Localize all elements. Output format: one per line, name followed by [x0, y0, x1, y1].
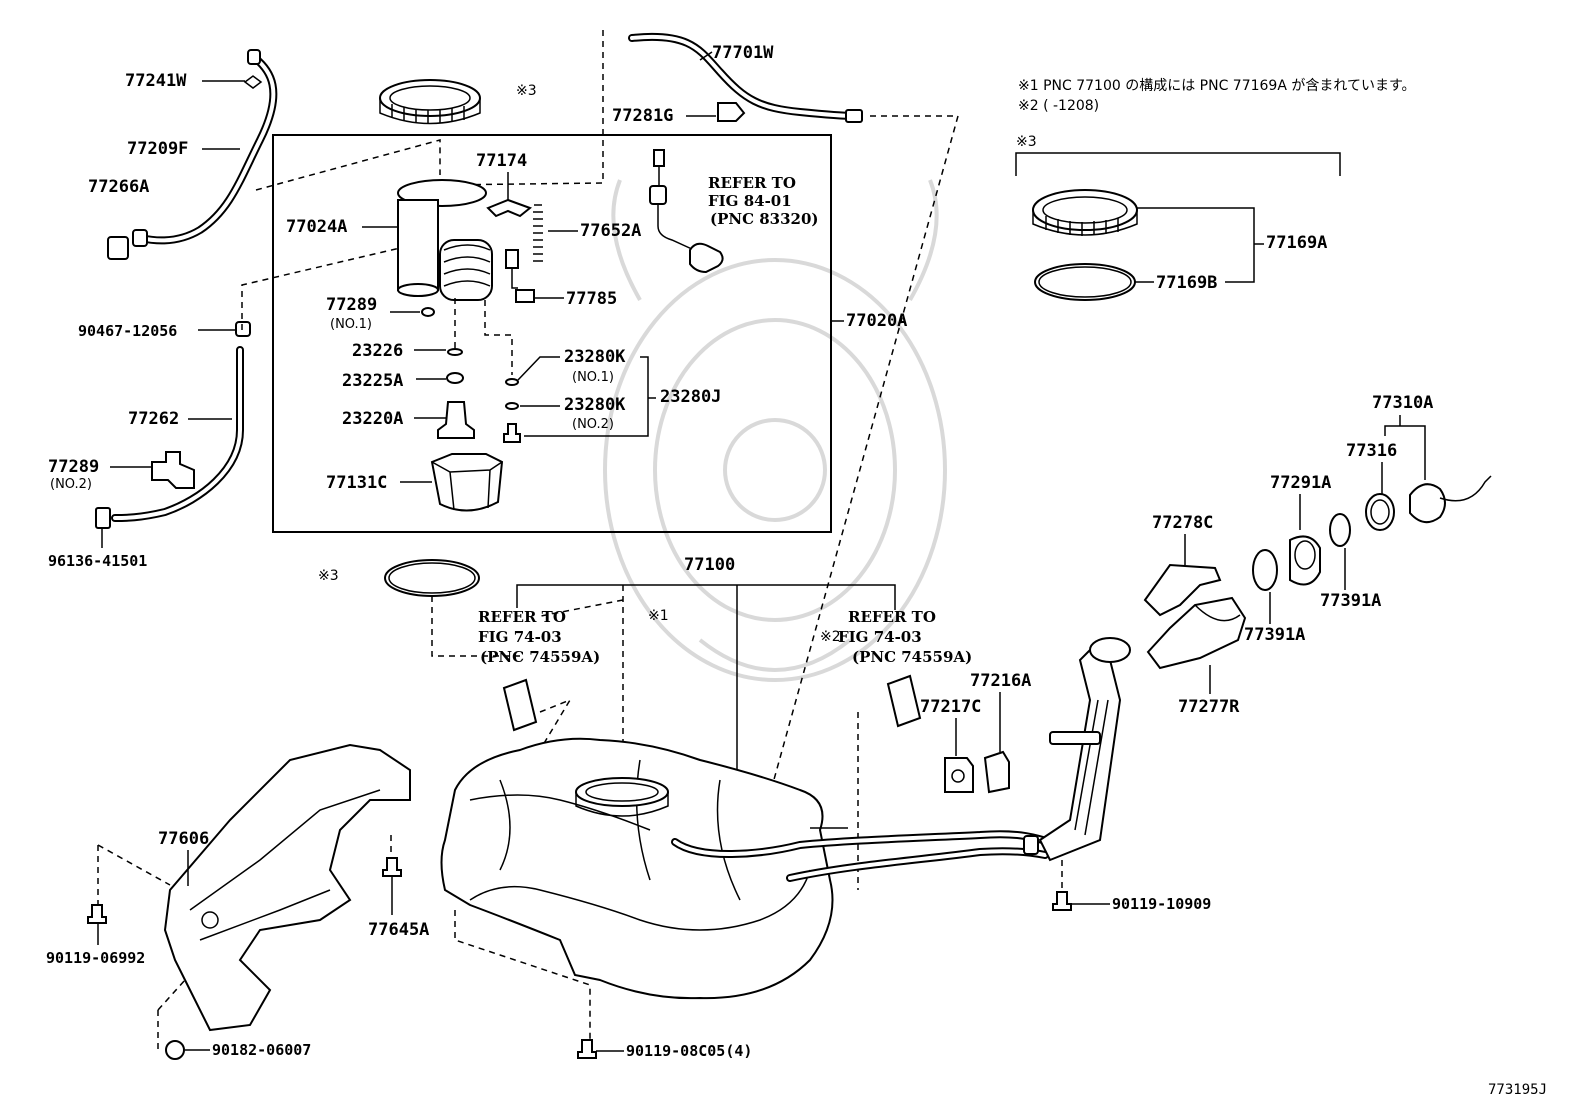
label-77289-no1[interactable]: 77289 — [326, 295, 377, 315]
label-23280K-no1[interactable]: 23280K — [564, 347, 626, 367]
label-77169B[interactable]: 77169B — [1156, 273, 1217, 293]
note-1: ※1 PNC 77100 の構成には PNC 77169A が含まれています。 — [1018, 78, 1416, 94]
label-77289-no1-sub: (NO.1) — [330, 317, 372, 332]
label-23226[interactable]: 23226 — [352, 341, 403, 361]
label-77100[interactable]: 77100 — [684, 555, 735, 575]
label-90119-06992[interactable]: 90119-06992 — [46, 949, 145, 967]
note-2: ※2 ( -1208) — [1018, 98, 1099, 114]
label-77174[interactable]: 77174 — [476, 151, 527, 171]
fuel-pump-assembly-box — [272, 134, 832, 533]
filler-pipe — [671, 637, 1131, 882]
label-23225A[interactable]: 23225A — [342, 371, 403, 391]
label-23220A[interactable]: 23220A — [342, 409, 403, 429]
label-90119-08C05[interactable]: 90119-08C05(4) — [626, 1042, 752, 1060]
note-3: ※3 — [1016, 134, 1037, 150]
label-23280K-no2[interactable]: 23280K — [564, 395, 626, 415]
label-23280K-no1-sub: (NO.1) — [572, 370, 614, 385]
sender-hose — [628, 32, 863, 123]
label-77785[interactable]: 77785 — [566, 289, 617, 309]
label-77024A[interactable]: 77024A — [286, 217, 347, 237]
ref-fig84-l3: (PNC 83320) — [710, 210, 819, 228]
ref-fig74b-l1: REFER TO — [848, 608, 936, 626]
heat-plate-left — [502, 678, 538, 732]
label-77391A-right[interactable]: 77391A — [1320, 591, 1381, 611]
label-77316[interactable]: 77316 — [1346, 441, 1397, 461]
left-hose-assembly — [95, 49, 278, 529]
label-77266A[interactable]: 77266A — [88, 177, 149, 197]
label-77216A[interactable]: 77216A — [970, 671, 1031, 691]
label-77131C[interactable]: 77131C — [326, 473, 387, 493]
label-23280J[interactable]: 23280J — [660, 387, 721, 407]
label-77262[interactable]: 77262 — [128, 409, 179, 429]
label-77291A[interactable]: 77291A — [1270, 473, 1331, 493]
label-77652A[interactable]: 77652A — [580, 221, 641, 241]
ref-fig84-l1: REFER TO — [708, 174, 796, 192]
mark-3-top: ※3 — [516, 83, 537, 99]
bolts — [87, 857, 1072, 1060]
ring-set-77169A — [1015, 152, 1341, 301]
label-77606[interactable]: 77606 — [158, 829, 209, 849]
ref-fig74a-l2: FIG 74-03 — [478, 628, 562, 646]
label-77020A[interactable]: 77020A — [846, 311, 907, 331]
label-77277R[interactable]: 77277R — [1178, 697, 1240, 717]
ref-fig84-l2: FIG 84-01 — [708, 192, 792, 210]
fuel-sender-gauge — [649, 149, 724, 274]
diagram-id: 773195J — [1488, 1082, 1547, 1098]
ref-fig74a-l3: (PNC 74559A) — [480, 648, 600, 666]
label-77217C[interactable]: 77217C — [920, 697, 981, 717]
ref-fig74b-l3: (PNC 74559A) — [852, 648, 972, 666]
clamp-77216A — [983, 750, 1010, 794]
heat-plate-right — [886, 674, 922, 728]
label-90182-06007[interactable]: 90182-06007 — [212, 1041, 311, 1059]
label-77278C[interactable]: 77278C — [1152, 513, 1213, 533]
label-90467-12056[interactable]: 90467-12056 — [78, 322, 177, 340]
protector-77278C — [1143, 563, 1222, 617]
gasket-ring — [384, 559, 480, 597]
ref-fig74a-l1: REFER TO — [478, 608, 566, 626]
fuel-pump-module — [397, 179, 543, 317]
mark-1: ※1 — [648, 608, 669, 624]
label-77310A[interactable]: 77310A — [1372, 393, 1433, 413]
mark-3-gasket: ※3 — [318, 568, 339, 584]
label-77289-no2-sub: (NO.2) — [50, 477, 92, 492]
clamp-77217C — [944, 757, 974, 793]
heat-protector-77606 — [163, 743, 411, 1032]
label-77281G[interactable]: 77281G — [612, 106, 673, 126]
label-77241W[interactable]: 77241W — [125, 71, 187, 91]
label-23280K-no2-sub: (NO.2) — [572, 417, 614, 432]
label-77701W[interactable]: 77701W — [712, 43, 774, 63]
small-components — [430, 348, 521, 512]
label-77289-no2[interactable]: 77289 — [48, 457, 99, 477]
label-77391A-left[interactable]: 77391A — [1244, 625, 1305, 645]
label-77645A[interactable]: 77645A — [368, 920, 429, 940]
protector-77277R — [1146, 596, 1247, 670]
fuel-tank — [440, 737, 834, 1000]
label-90119-10909[interactable]: 90119-10909 — [1112, 895, 1211, 913]
filler-cap-parts — [1252, 475, 1492, 591]
label-77209F[interactable]: 77209F — [127, 139, 188, 159]
mark-2: ※2 — [820, 629, 841, 645]
label-96136-41501[interactable]: 96136-41501 — [48, 552, 147, 570]
label-77169A[interactable]: 77169A — [1266, 233, 1327, 253]
lock-ring-top — [379, 79, 481, 125]
ref-fig74b-l2: FIG 74-03 — [838, 628, 922, 646]
watermark-emblem — [603, 179, 947, 682]
